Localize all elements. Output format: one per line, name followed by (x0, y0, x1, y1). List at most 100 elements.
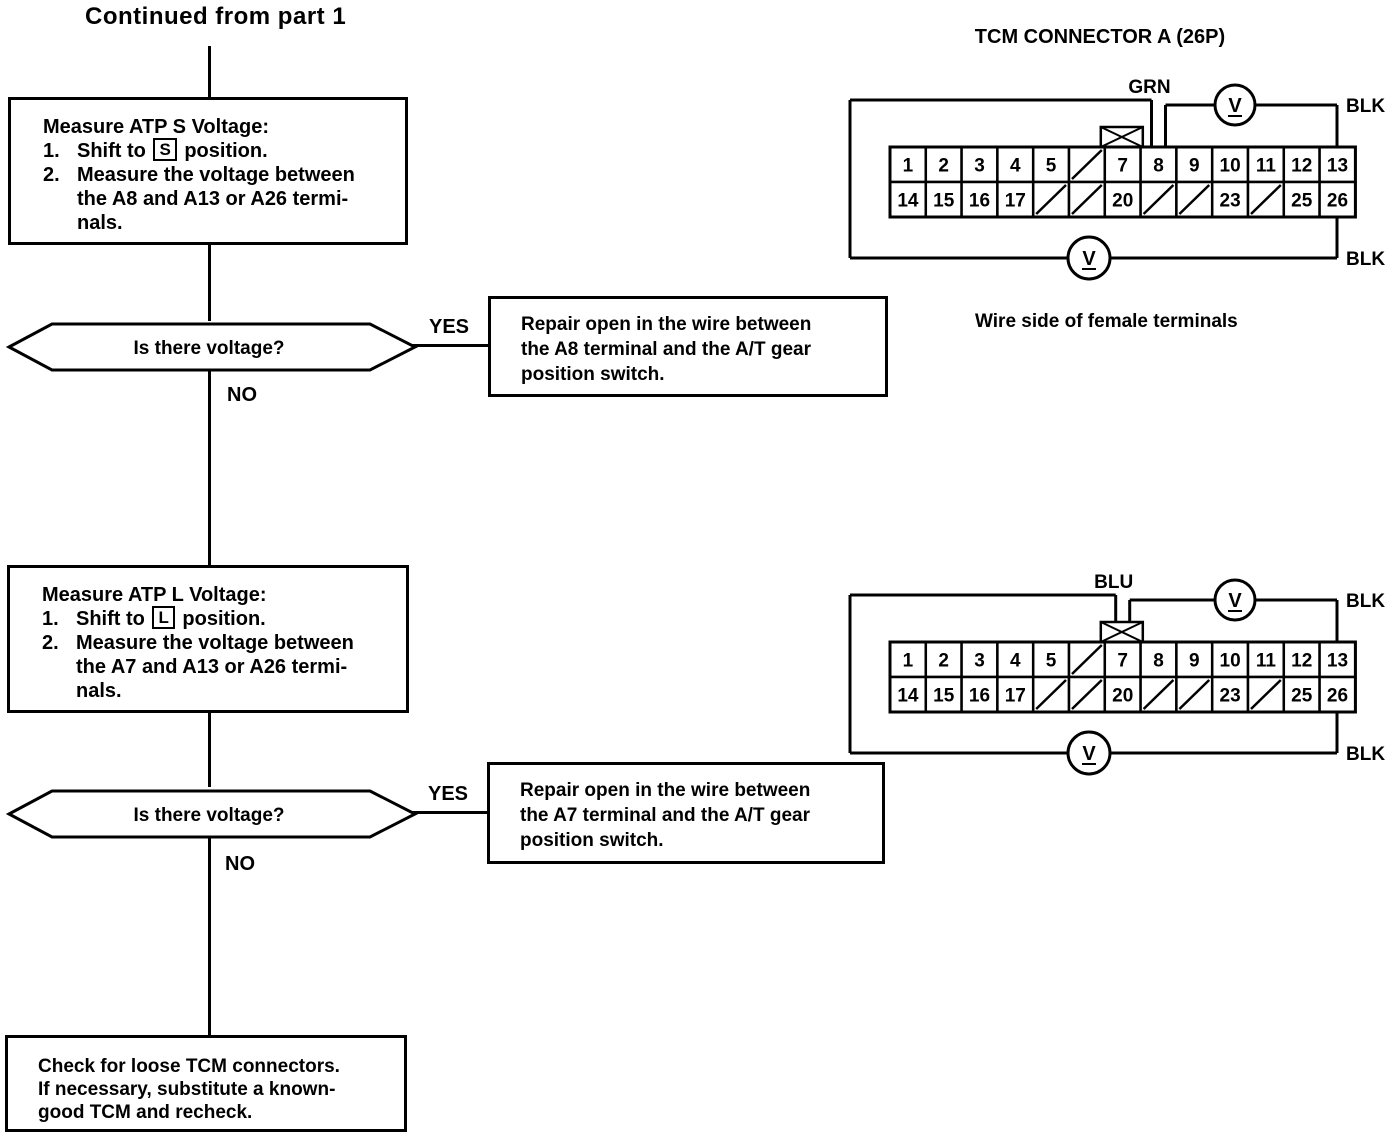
decision-question: Is there voltage? (134, 338, 285, 359)
repair-box-a8: Repair open in the wire between the A8 t… (488, 296, 888, 397)
shift-position-key: L (152, 606, 175, 629)
final-text-line: good TCM and recheck. (38, 1102, 253, 1123)
inline-connector-cross (1100, 126, 1144, 148)
pin-number: 23 (1220, 686, 1241, 707)
flow-line-box1-decision1 (208, 245, 211, 321)
pin-number: 4 (1010, 156, 1021, 177)
step-text-post: position. (184, 140, 268, 162)
pin-number: 10 (1220, 156, 1241, 177)
step-text: Shift to L position. (76, 606, 398, 631)
pin-number: 9 (1189, 651, 1200, 672)
flow-line-top (208, 46, 211, 97)
voltmeter-icon (1213, 83, 1257, 127)
blank-pin-slash (1071, 679, 1103, 710)
yes-label-2: YES (428, 783, 469, 805)
pin-number: 7 (1117, 651, 1128, 672)
pin-number: 14 (897, 191, 919, 212)
pin-number: 20 (1112, 686, 1133, 707)
pin-cell (996, 675, 1035, 714)
pin-number: 11 (1256, 156, 1277, 177)
box-title: Measure ATP L Voltage: (42, 584, 267, 606)
pin-number: 13 (1327, 651, 1348, 672)
decision-hexagon-2: Is there voltage? (5, 789, 419, 839)
blank-pin-slash (1250, 679, 1282, 710)
pin-number: 11 (1256, 651, 1277, 672)
blank-pin-slash (1071, 644, 1103, 675)
decision-hexagon-1: Is there voltage? (5, 322, 419, 372)
pin-number: 12 (1291, 156, 1312, 177)
step-item: 1. Shift to S position. (43, 138, 397, 163)
pin-cell (924, 640, 963, 679)
pin-number: 1 (903, 651, 914, 672)
step-text-line: Measure the voltage between (76, 632, 354, 654)
inline-connector-cross (1100, 621, 1144, 643)
step-text-post: position. (182, 608, 266, 630)
yes-label-1: YES (429, 316, 470, 338)
step-text-line: Measure the voltage between (77, 164, 355, 186)
blank-pin-slash (1071, 149, 1103, 180)
flow-line-no2 (208, 837, 211, 1035)
step-text-pre: Shift to (76, 608, 145, 630)
pin-number: 25 (1291, 191, 1313, 212)
wire-side-caption: Wire side of female terminals (975, 311, 1238, 332)
blank-pin-slash (1142, 679, 1175, 710)
pin-number: 13 (1327, 156, 1348, 177)
wire-color-label: BLK (1346, 744, 1385, 765)
final-text-line: Check for loose TCM connectors. (38, 1056, 340, 1077)
voltmeter-label: V (1228, 95, 1242, 117)
pin-number: 5 (1046, 156, 1057, 177)
flow-line-yes2 (412, 811, 487, 814)
wire-color-label: GRN (1128, 77, 1170, 98)
final-text-line: If necessary, substitute a known- (38, 1079, 336, 1100)
blank-pin-slash (1178, 184, 1211, 215)
pin-number: 12 (1291, 651, 1312, 672)
blank-pin-slash (1250, 184, 1282, 215)
step-text-pre: Shift to (77, 140, 146, 162)
pin-cell (1318, 675, 1357, 714)
hexagon-shape (5, 322, 419, 372)
decision-question: Is there voltage? (134, 805, 285, 826)
repair-text-line: position switch. (521, 364, 665, 385)
pin-number: 5 (1046, 651, 1057, 672)
continued-from-label: Continued from part 1 (85, 3, 347, 30)
step-text-line: nals. (77, 212, 123, 234)
step-item: 2. Measure the voltage between the A8 an… (43, 163, 397, 235)
pin-cell (888, 675, 928, 714)
blank-pin-slash (1035, 184, 1067, 215)
pin-number: 20 (1112, 191, 1133, 212)
wire-color-label: BLK (1346, 249, 1385, 270)
pin-number: 8 (1153, 156, 1164, 177)
pin-number: 2 (938, 651, 949, 672)
step-text-line: the A8 and A13 or A26 termi- (77, 188, 349, 210)
step-number: 2. (43, 164, 60, 186)
step-number: 2. (42, 632, 59, 654)
step-text-line: the A7 and A13 or A26 termi- (76, 656, 348, 678)
step-box-measure-atp-s: Measure ATP S Voltage: 1. Shift to S pos… (8, 97, 408, 245)
repair-text-line: Repair open in the wire between (521, 314, 812, 335)
repair-box-a7: Repair open in the wire between the A7 t… (487, 762, 885, 864)
pin-number: 7 (1117, 156, 1128, 177)
blank-pin-slash (1035, 679, 1067, 710)
voltmeter-icon (1066, 730, 1112, 776)
step-text: Shift to S position. (77, 138, 397, 163)
box-title: Measure ATP S Voltage: (43, 116, 269, 138)
pin-number: 25 (1291, 686, 1313, 707)
blank-pin-slash (1178, 679, 1211, 710)
voltmeter-label: V (1082, 248, 1096, 270)
blank-pin-slash (1142, 184, 1175, 215)
pin-cell (1318, 180, 1357, 219)
voltmeter-icon (1213, 578, 1257, 622)
pin-number: 10 (1220, 651, 1241, 672)
connector-outline (888, 640, 1357, 714)
pin-number: 8 (1153, 651, 1164, 672)
hexagon-shape (5, 789, 419, 839)
pin-number: 17 (1005, 191, 1026, 212)
pin-number: 26 (1327, 686, 1348, 707)
pin-number: 23 (1220, 191, 1241, 212)
pin-number: 16 (969, 686, 990, 707)
blank-pin-slash (1071, 184, 1103, 215)
pin-number: 15 (933, 686, 955, 707)
